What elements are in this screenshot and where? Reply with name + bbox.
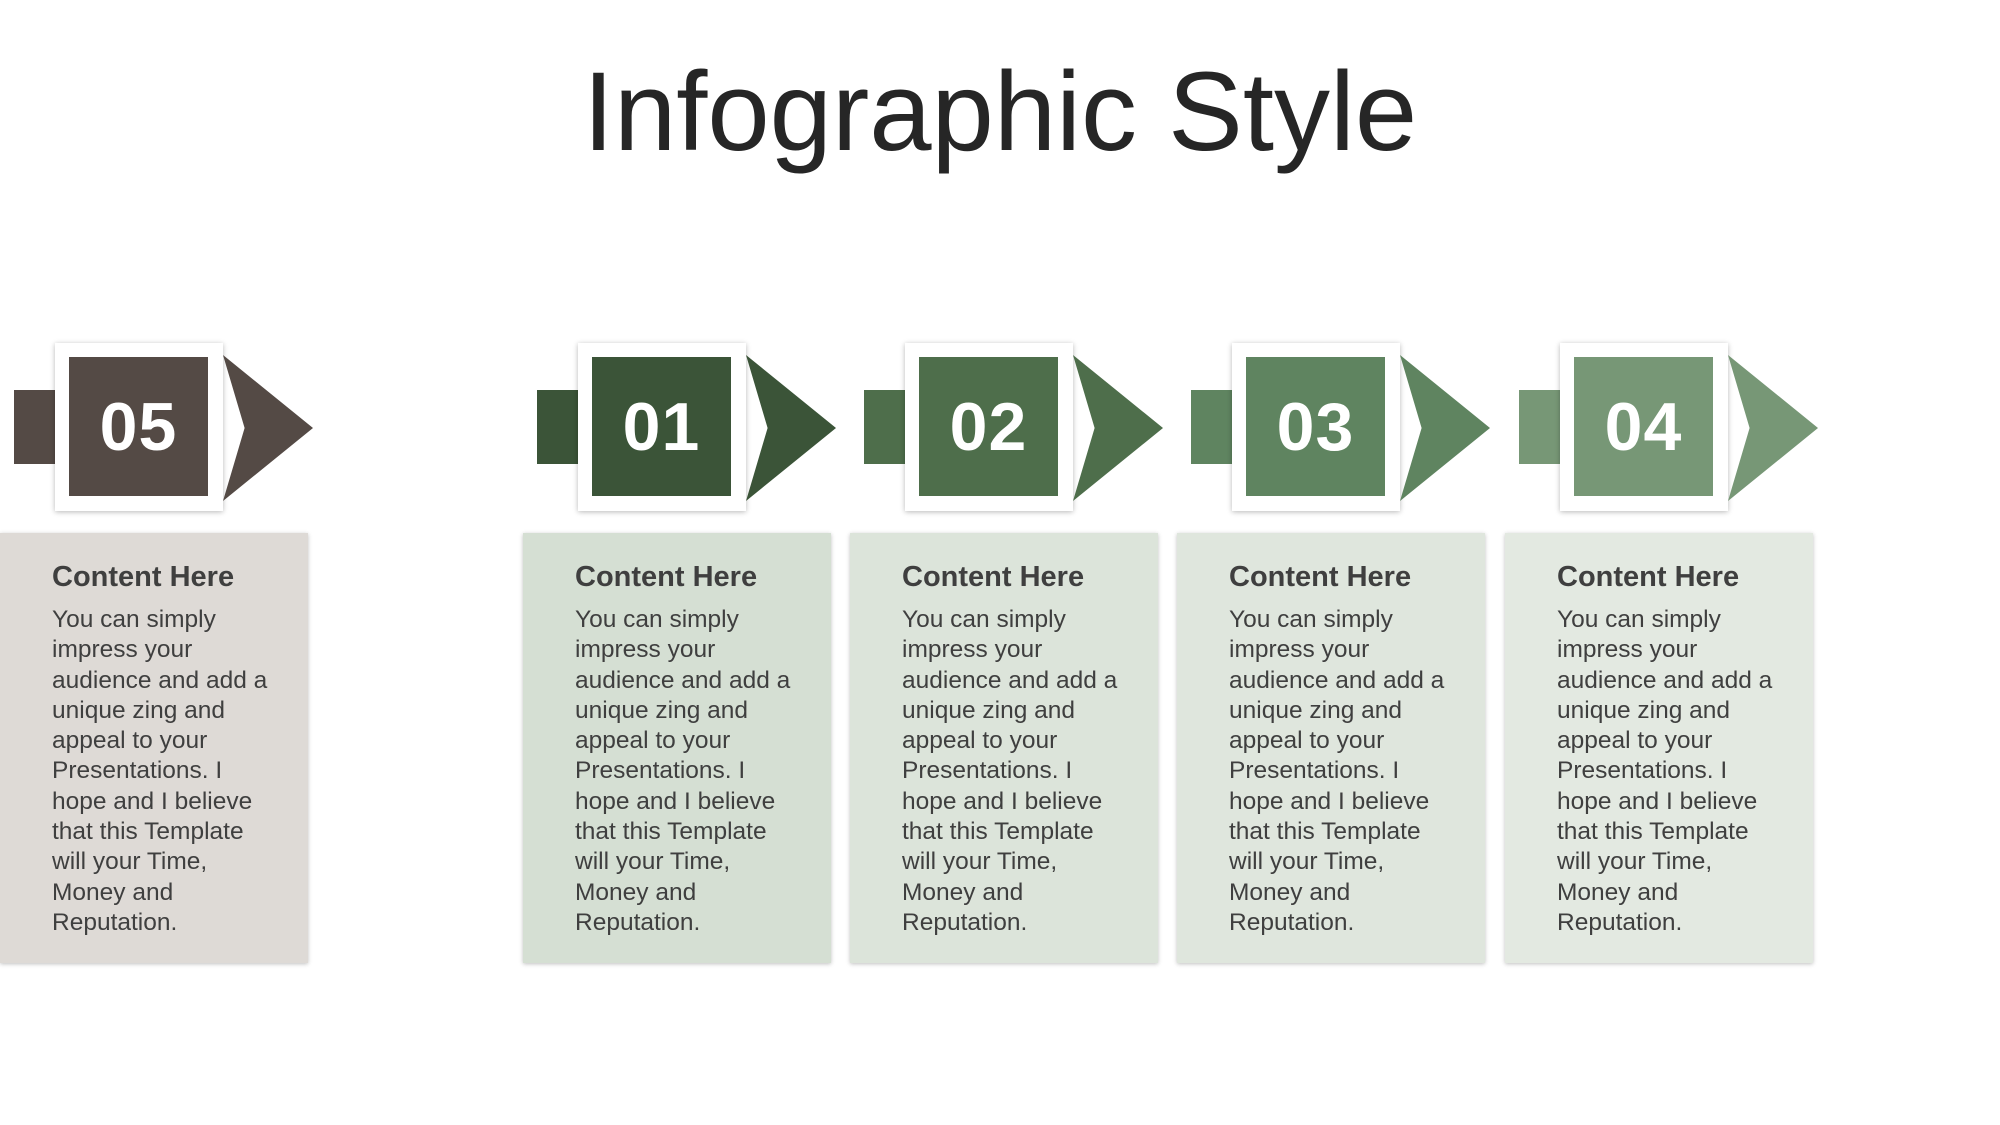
card-body: You can simply impress your audience and… xyxy=(902,606,1118,936)
card-heading: Content Here xyxy=(52,561,235,593)
arrow-tail xyxy=(1191,390,1235,464)
arrow-tail xyxy=(864,390,908,464)
step-4: 04 Content Here You can simply impress y… xyxy=(1505,340,1830,970)
step-2: 02 Content Here You can simply impress y… xyxy=(850,340,1175,970)
slide-title: Infographic Style xyxy=(582,49,1418,174)
content-card: Content Here You can simply impress your… xyxy=(1505,533,1813,963)
card-heading: Content Here xyxy=(1557,561,1740,593)
step-3: 03 Content Here You can simply impress y… xyxy=(1177,340,1502,970)
arrow-head-icon xyxy=(223,355,313,501)
card-body: You can simply impress your audience and… xyxy=(1229,606,1445,936)
arrow-head-icon xyxy=(1073,355,1163,501)
arrow-head-icon xyxy=(1400,355,1490,501)
step-number: 04 xyxy=(1574,357,1713,496)
arrow-tail xyxy=(14,390,58,464)
card-body: You can simply impress your audience and… xyxy=(1557,606,1773,936)
arrow-tail xyxy=(1519,390,1563,464)
content-card: Content Here You can simply impress your… xyxy=(850,533,1158,963)
card-heading: Content Here xyxy=(1229,561,1412,593)
content-card: Content Here You can simply impress your… xyxy=(0,533,308,963)
step-number: 05 xyxy=(69,357,208,496)
card-heading: Content Here xyxy=(902,561,1085,593)
content-card: Content Here You can simply impress your… xyxy=(523,533,831,963)
arrow-head-icon xyxy=(1728,355,1818,501)
card-heading: Content Here xyxy=(575,561,758,593)
step-1: 01 Content Here You can simply impress y… xyxy=(523,340,848,970)
arrow-tail xyxy=(537,390,581,464)
card-body: You can simply impress your audience and… xyxy=(575,606,791,936)
arrow-head-icon xyxy=(746,355,836,501)
step-number: 02 xyxy=(919,357,1058,496)
content-card: Content Here You can simply impress your… xyxy=(1177,533,1485,963)
step-number: 01 xyxy=(592,357,731,496)
step-5: 05 Content Here You can simply impress y… xyxy=(0,340,325,970)
step-number: 03 xyxy=(1246,357,1385,496)
card-body: You can simply impress your audience and… xyxy=(52,606,268,936)
